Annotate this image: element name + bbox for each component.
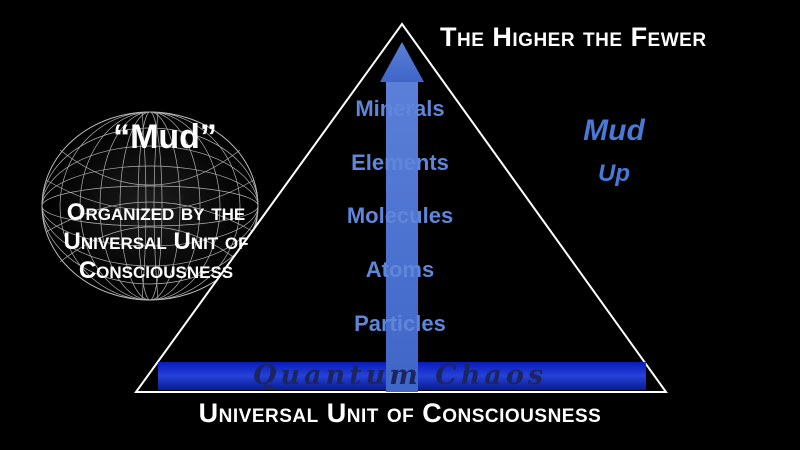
level-particles: Particles [354,311,446,336]
upward-arrow [380,42,424,392]
side-note-mud: Mud [583,114,645,147]
quantum-chaos-label: Quantum Chaos [252,360,548,391]
level-molecules: Molecules [346,203,454,228]
torus-wireframe-image [41,111,259,301]
mud-quote-label: “Mud” [113,118,217,156]
title-higher-fewer: The Higher the Fewer [440,22,707,52]
organized-caption: Organized by the Universal Unit of Consc… [63,199,249,284]
level-atoms: Atoms [365,257,435,282]
title-universal-unit: Universal Unit of Consciousness [198,398,602,428]
level-elements: Elements [351,150,449,175]
side-note-up: Up [598,160,630,187]
level-minerals: Minerals [355,96,445,121]
